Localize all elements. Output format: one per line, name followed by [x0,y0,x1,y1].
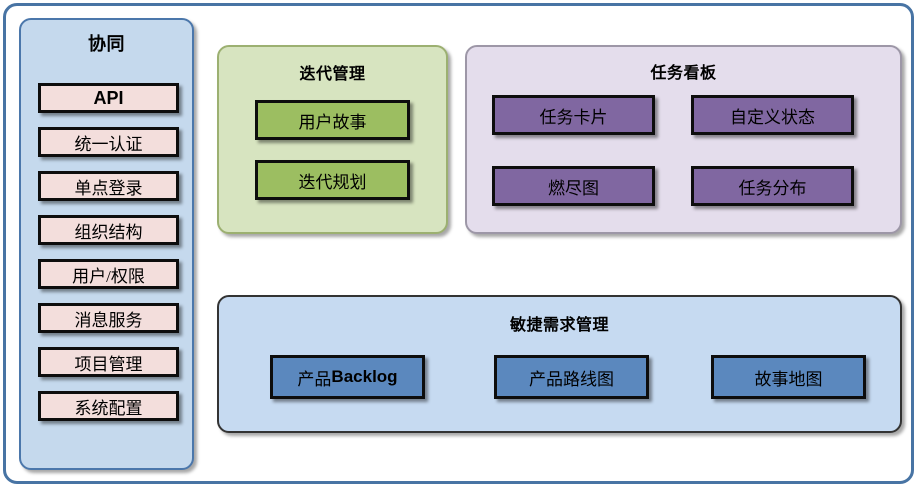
panel-task-board[interactable]: 任务看板 任务卡片 自定义状态 燃尽图 任务分布 [465,45,902,234]
taskboard-item-burndown-chart[interactable]: 燃尽图 [492,166,655,206]
panel-collaboration[interactable]: 协同 API 统一认证 单点登录 组织结构 用户/权限 消息服务 项目管理 系统… [19,18,194,470]
sidebar-item-system-config[interactable]: 系统配置 [38,391,179,421]
panel-agile-requirement-management-title: 敏捷需求管理 [509,317,609,334]
panel-iteration-management-title: 迭代管理 [299,66,366,83]
panel-collaboration-title: 协同 [88,34,125,54]
collaboration-item-list: API 统一认证 单点登录 组织结构 用户/权限 消息服务 项目管理 系统配置 [38,83,179,435]
sidebar-item-api[interactable]: API [38,83,179,113]
iteration-item-user-story[interactable]: 用户故事 [255,100,410,140]
panel-iteration-management[interactable]: 迭代管理 用户故事 迭代规划 [217,45,448,234]
taskboard-item-task-card[interactable]: 任务卡片 [492,95,655,135]
panel-task-board-title: 任务看板 [650,65,717,82]
sidebar-item-project-management[interactable]: 项目管理 [38,347,179,377]
sidebar-item-message-service[interactable]: 消息服务 [38,303,179,333]
iteration-item-iteration-planning[interactable]: 迭代规划 [255,160,410,200]
agile-item-story-map[interactable]: 故事地图 [711,355,866,399]
sidebar-item-single-sign-on[interactable]: 单点登录 [38,171,179,201]
sidebar-item-user-permission[interactable]: 用户/权限 [38,259,179,289]
sidebar-item-unified-auth[interactable]: 统一认证 [38,127,179,157]
agile-item-product-roadmap[interactable]: 产品路线图 [494,355,649,399]
taskboard-item-custom-status[interactable]: 自定义状态 [691,95,854,135]
taskboard-item-task-distribution[interactable]: 任务分布 [691,166,854,206]
sidebar-item-org-structure[interactable]: 组织结构 [38,215,179,245]
